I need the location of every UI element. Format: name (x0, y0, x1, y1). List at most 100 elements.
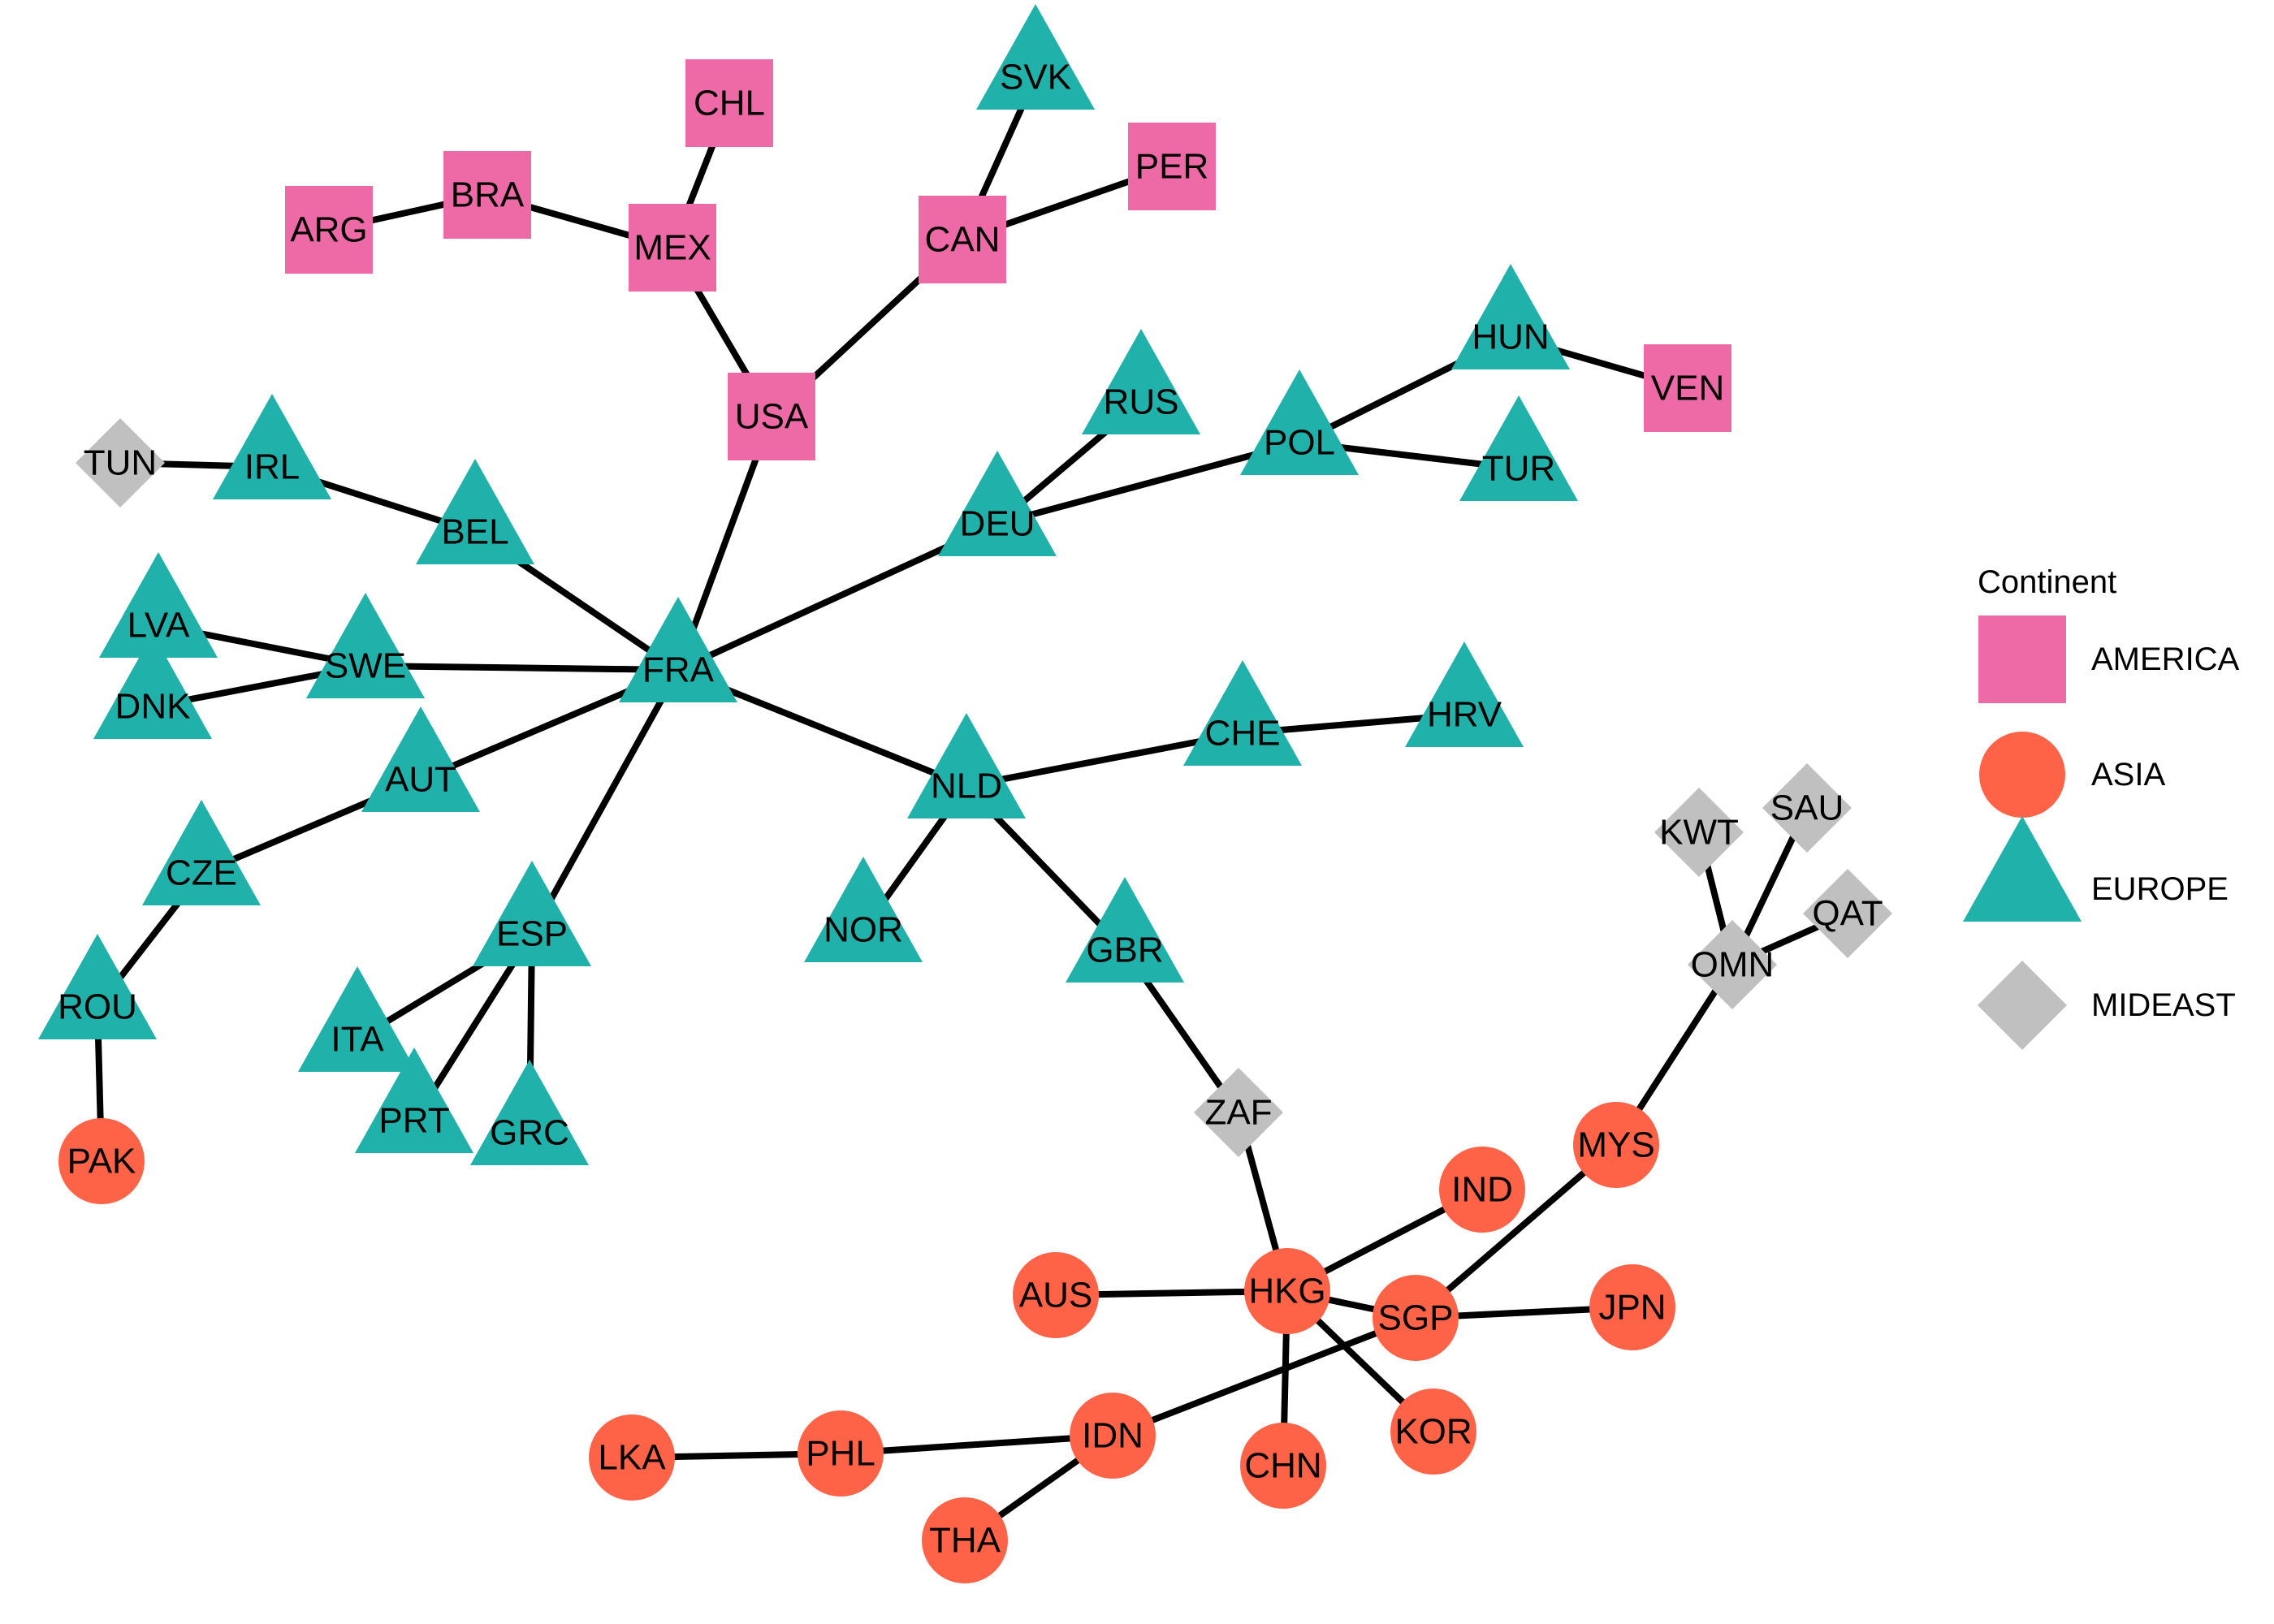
node-label: USA (735, 397, 809, 437)
node-label: FRA (642, 650, 715, 690)
node-usa: USA (728, 373, 815, 460)
legend-title: Continent (1978, 564, 2116, 600)
legend-diamond-marker (1978, 961, 2067, 1050)
node-label: DNK (115, 687, 191, 727)
node-label: SAU (1770, 788, 1844, 828)
triangle-marker (99, 552, 218, 658)
node-bel: BEL (416, 459, 534, 564)
node-label: HRV (1427, 695, 1502, 735)
square-marker (728, 373, 815, 460)
circle-marker (1070, 1393, 1156, 1479)
node-tur: TUR (1459, 395, 1578, 501)
node-idn: IDN (1070, 1393, 1156, 1479)
node-label: RUS (1104, 382, 1179, 422)
node-label: IND (1451, 1170, 1513, 1210)
triangle-marker (142, 800, 261, 905)
node-grc: GRC (470, 1060, 589, 1165)
node-tun: TUN (76, 418, 165, 508)
diamond-marker (1194, 1068, 1283, 1157)
node-label: NLD (931, 767, 1002, 806)
node-label: HKG (1248, 1272, 1325, 1311)
node-mex: MEX (629, 204, 716, 292)
node-label: AUS (1019, 1276, 1092, 1315)
diamond-marker (1654, 788, 1744, 877)
node-label: SVK (1000, 58, 1071, 97)
node-can: CAN (919, 196, 1006, 283)
triangle-marker (1066, 877, 1184, 983)
node-prt: PRT (355, 1047, 473, 1153)
edge-fra-esp (529, 667, 681, 937)
node-label: NOR (824, 910, 903, 950)
node-kwt: KWT (1654, 788, 1744, 877)
triangle-marker (1451, 264, 1570, 369)
legend-item-asia: ASIA (1979, 732, 2165, 818)
node-label: GBR (1086, 931, 1163, 970)
node-gbr: GBR (1066, 877, 1184, 983)
node-lva: LVA (99, 552, 218, 658)
node-sgp: SGP (1373, 1275, 1459, 1361)
node-zaf: ZAF (1194, 1068, 1283, 1157)
node-kor: KOR (1390, 1389, 1476, 1475)
node-aut: AUT (361, 706, 480, 812)
circle-marker (1573, 1102, 1659, 1188)
circle-marker (1244, 1248, 1330, 1334)
triangle-marker (1459, 395, 1578, 501)
edge-swe-fra (362, 663, 681, 673)
node-label: PER (1135, 147, 1208, 187)
triangle-marker (355, 1047, 473, 1153)
node-ita: ITA (298, 966, 417, 1072)
node-label: VEN (1651, 369, 1724, 408)
node-che: CHE (1183, 660, 1302, 766)
node-label: POL (1264, 423, 1335, 463)
node-label: BEL (441, 512, 508, 552)
diamond-marker (1688, 920, 1777, 1009)
diamond-marker (76, 418, 165, 508)
circle-marker (1390, 1389, 1476, 1475)
edge-mys-sgp (1412, 1142, 1619, 1321)
circle-marker (1013, 1252, 1099, 1338)
triangle-marker (619, 597, 737, 702)
node-label: PAK (67, 1142, 136, 1181)
node-label: SGP (1378, 1298, 1454, 1338)
node-label: TUR (1482, 449, 1555, 489)
node-label: PRT (378, 1101, 449, 1141)
diamond-marker (1803, 869, 1892, 958)
node-label: LKA (598, 1438, 666, 1478)
node-qat: QAT (1803, 869, 1892, 958)
node-esp: ESP (473, 861, 591, 966)
triangle-marker (38, 934, 157, 1039)
node-label: IRL (244, 447, 300, 487)
circle-marker (1589, 1264, 1675, 1350)
node-label: QAT (1812, 894, 1883, 934)
legend-triangle-marker (1963, 816, 2082, 922)
node-tha: THA (922, 1497, 1008, 1583)
node-label: LVA (128, 606, 190, 646)
square-marker (919, 196, 1006, 283)
diamond-marker (1762, 763, 1852, 853)
node-pak: PAK (58, 1118, 145, 1204)
triangle-marker (907, 713, 1026, 818)
legend-square-marker (1978, 615, 2066, 703)
legend-label: MIDEAST (2091, 987, 2236, 1023)
circle-marker (1439, 1147, 1525, 1233)
node-label: PHL (806, 1434, 875, 1474)
node-svk: SVK (976, 4, 1095, 110)
triangle-marker (1183, 660, 1302, 766)
node-label: ITA (331, 1020, 384, 1060)
node-chn: CHN (1240, 1423, 1326, 1509)
node-deu: DEU (938, 451, 1057, 556)
node-label: THA (929, 1521, 1001, 1561)
node-hun: HUN (1451, 264, 1570, 369)
square-marker (629, 204, 716, 292)
triangle-marker (473, 861, 591, 966)
node-label: BRA (451, 175, 525, 215)
node-sau: SAU (1762, 763, 1852, 853)
node-label: MYS (1577, 1125, 1654, 1165)
triangle-marker (804, 857, 923, 962)
node-label: CHE (1205, 714, 1281, 754)
square-marker (285, 186, 373, 274)
node-ind: IND (1439, 1147, 1525, 1233)
triangle-marker (93, 633, 212, 739)
legend-label: ASIA (2091, 757, 2165, 793)
